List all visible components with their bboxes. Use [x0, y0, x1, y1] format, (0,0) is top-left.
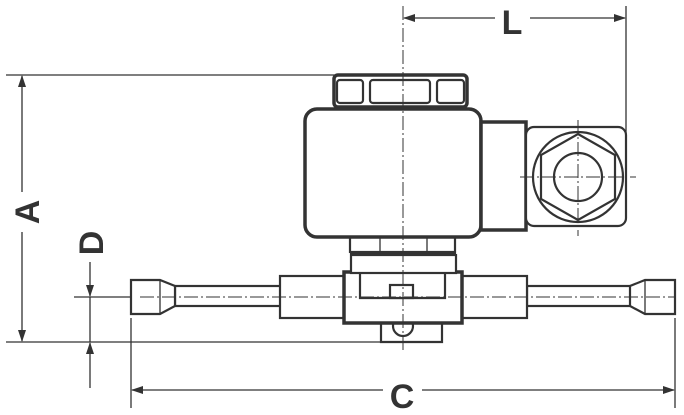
extension-lines	[6, 6, 676, 408]
top-nut	[332, 73, 469, 109]
dimension-L: L	[403, 4, 626, 42]
label-A: A	[9, 200, 47, 225]
coil	[303, 107, 483, 239]
dimension-D: D	[73, 231, 111, 388]
dimension-C: C	[131, 378, 675, 415]
label-D: D	[73, 231, 111, 256]
label-C: C	[390, 378, 415, 415]
dimension-A: A	[9, 75, 47, 342]
coil-connector	[479, 120, 528, 232]
center-lines	[140, 6, 675, 352]
label-L: L	[502, 4, 523, 42]
